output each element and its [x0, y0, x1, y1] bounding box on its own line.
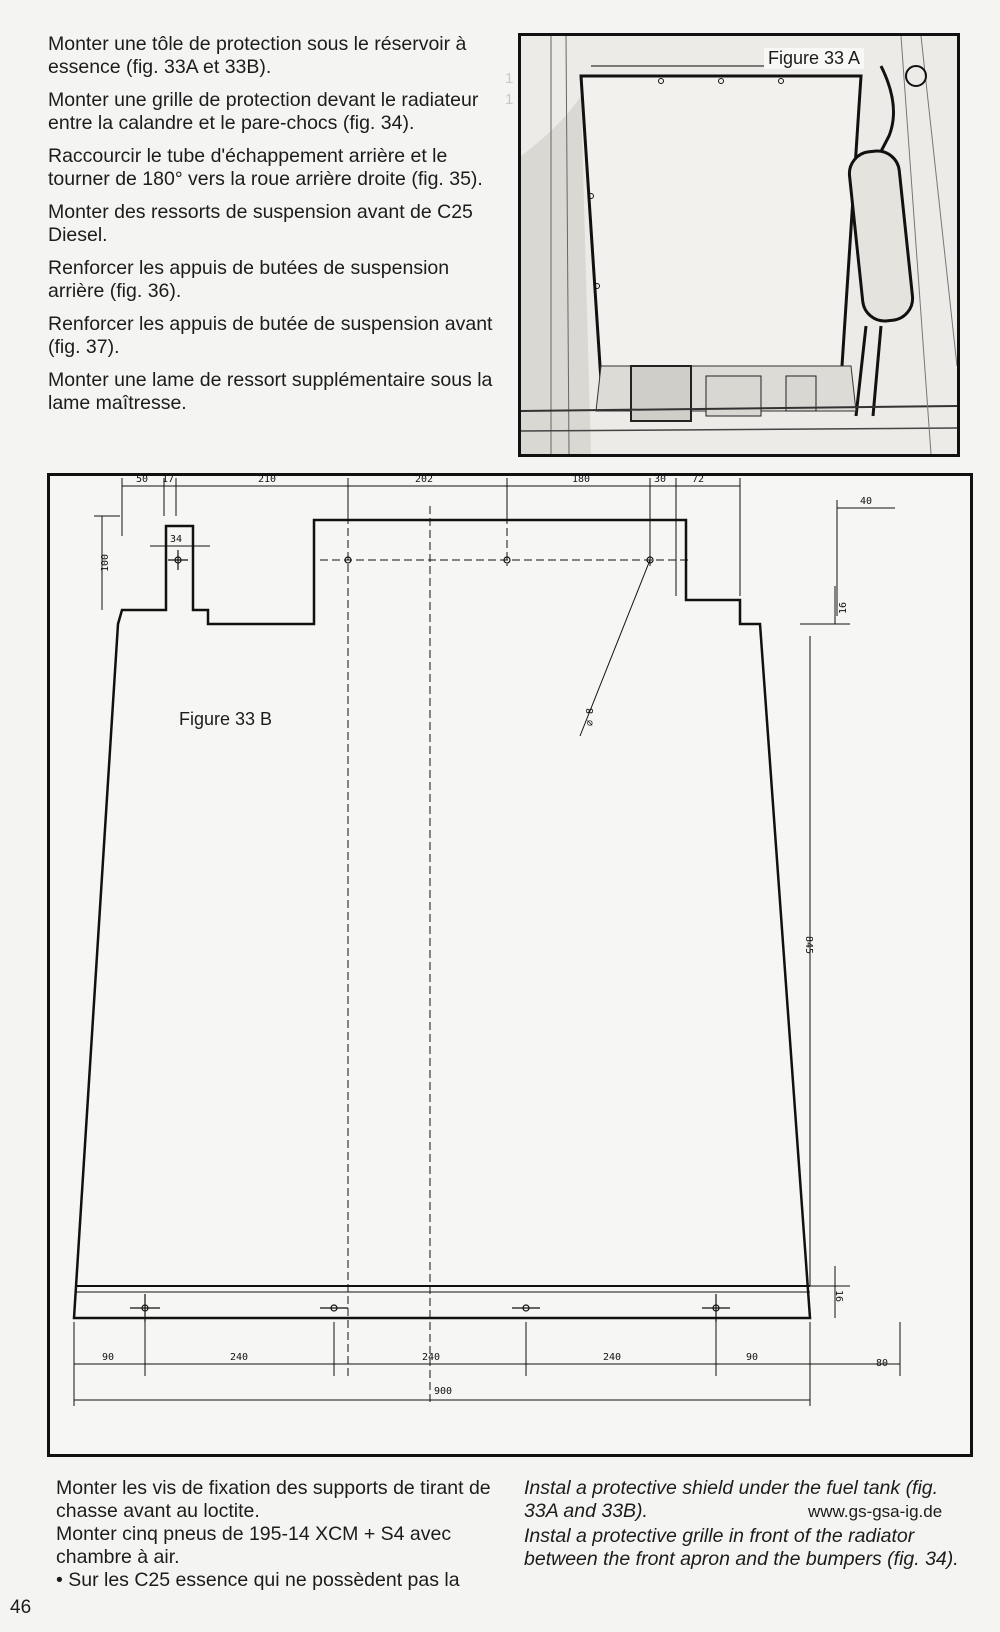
dim-210: 210 [258, 476, 276, 485]
figure-33b-label: Figure 33 B [179, 709, 273, 729]
dim-240-c: 240 [603, 1352, 621, 1363]
dim-34: 34 [170, 534, 182, 545]
french-instructions-bottom: Monter les vis de fixation des supports … [56, 1477, 506, 1592]
paragraph: Instal a protective shield under the fue… [524, 1477, 939, 1522]
paragraph: Monter les vis de fixation des supports … [56, 1477, 491, 1522]
paragraph: Instal a protective grille in front of t… [524, 1525, 959, 1570]
french-instructions-top: Monter une tôle de protection sous le ré… [48, 33, 498, 425]
paragraph: Monter une grille de protection devant l… [48, 89, 479, 134]
paragraph: Monter cinq pneus de 195-14 XCM + S4 ave… [56, 1523, 452, 1568]
dim-900: 900 [434, 1386, 452, 1397]
shield-plate-drawing: 50 17 210 202 180 30 72 40 34 100 [72, 476, 901, 1406]
dim-202: 202 [415, 476, 433, 485]
dim-80: 80 [876, 1358, 888, 1369]
paragraph: Monter une lame de ressort supplémentair… [48, 369, 493, 414]
watermark-url: www.gs-gsa-ig.de [808, 1502, 943, 1521]
dim-16-bottom: 16 [833, 1290, 844, 1302]
dim-40: 40 [860, 496, 872, 507]
paragraph: Renforcer les appuis de butée de suspens… [48, 313, 493, 358]
dim-d8: ⌀ 8 [585, 708, 596, 726]
dim-30: 30 [654, 476, 666, 485]
figure-33a-photo: Figure 33 A [518, 33, 960, 457]
dim-90-right: 90 [746, 1352, 758, 1363]
dim-240-a: 240 [230, 1352, 248, 1363]
dim-240-b: 240 [422, 1352, 440, 1363]
dim-90-left: 90 [102, 1352, 114, 1363]
page-number: 46 [10, 1597, 32, 1618]
paragraph: Renforcer les appuis de butées de suspen… [48, 257, 450, 302]
paragraph: Monter une tôle de protection sous le ré… [48, 33, 467, 78]
english-instructions: Instal a protective shield under the fue… [524, 1477, 966, 1571]
fuel-tank-shield-photo [521, 36, 957, 454]
dim-180: 180 [572, 476, 590, 485]
dim-72: 72 [692, 476, 704, 485]
paragraph: • Sur les C25 essence qui ne possèdent p… [56, 1569, 460, 1591]
dim-845: 845 [803, 936, 814, 954]
dim-17: 17 [162, 476, 174, 485]
paragraph: Monter des ressorts de suspension avant … [48, 201, 473, 246]
figure-33b-drawing: 50 17 210 202 180 30 72 40 34 100 [47, 473, 973, 1457]
dim-16-top: 16 [838, 602, 849, 614]
paragraph: Raccourcir le tube d'échappement arrière… [48, 145, 483, 190]
dim-100: 100 [100, 554, 111, 572]
dim-50: 50 [136, 476, 148, 485]
figure-33a-label: Figure 33 A [764, 48, 865, 69]
plate-outline [72, 518, 812, 1320]
